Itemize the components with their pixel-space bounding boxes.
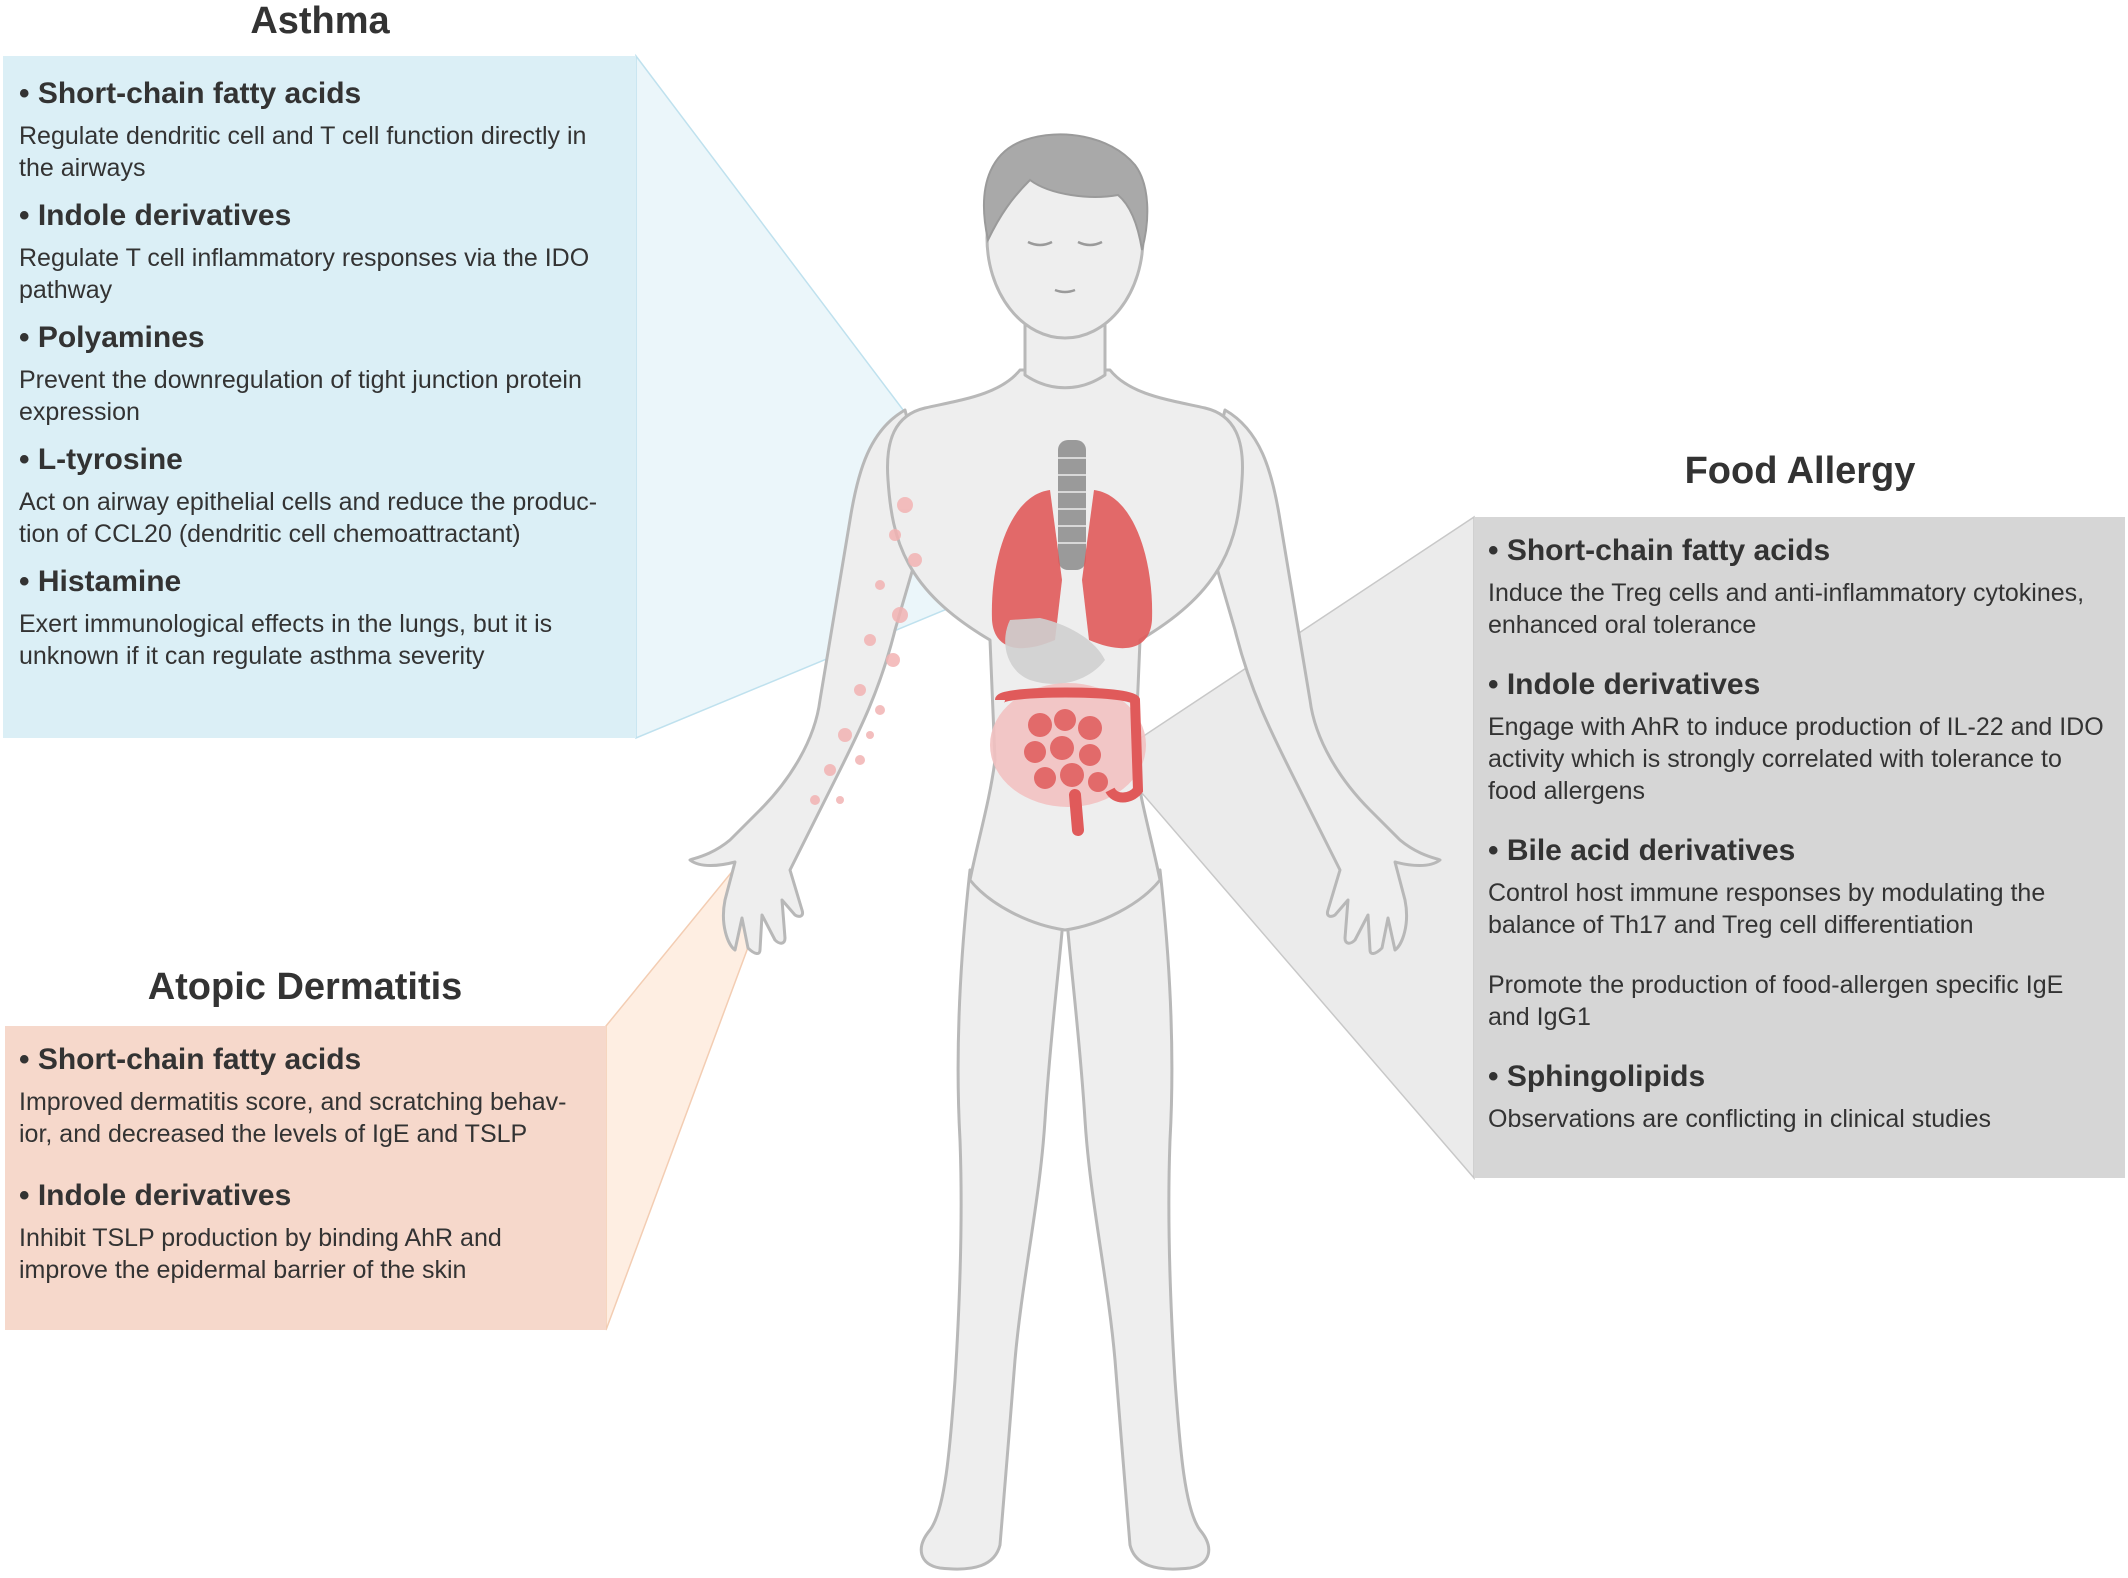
asthma-item: L-tyrosine Act on airway epithelial cell… <box>19 440 622 550</box>
asthma-item-heading: Polyamines <box>19 318 622 358</box>
food-item-heading: Sphingolipids <box>1488 1057 2111 1097</box>
asthma-item-heading: Histamine <box>19 562 622 602</box>
asthma-item-text: Regulate T cell inflammatory responses v… <box>19 244 590 304</box>
atopic-item: Indole derivatives Inhibit TSLP producti… <box>19 1176 592 1286</box>
food-item-heading: Bile acid derivatives <box>1488 831 2111 871</box>
asthma-item-heading: Indole derivatives <box>19 196 622 236</box>
left-lung <box>991 490 1062 649</box>
asthma-panel: Short-chain fatty acids Regulate dendrit… <box>3 56 636 738</box>
trachea <box>1058 440 1086 570</box>
food-item-text: Control host immune responses by modulat… <box>1488 879 2046 939</box>
food-item: Sphingolipids Observations are conflicti… <box>1488 1057 2111 1135</box>
asthma-item-text: Regulate dendritic cell and T cell funct… <box>19 122 587 182</box>
food-callout-connector <box>1129 515 1475 1181</box>
asthma-title: Asthma <box>250 0 390 42</box>
food-allergy-panel: Short-chain fatty acids Induce the Treg … <box>1474 517 2125 1178</box>
food-item-text-secondary: Promote the production of food-allergen … <box>1488 971 2064 1031</box>
food-item-heading: Short-chain fatty acids <box>1488 531 2111 571</box>
food-item-text: Induce the Treg cells and anti-inflammat… <box>1488 579 2085 639</box>
hair-shape <box>983 133 1149 251</box>
intestines <box>990 683 1146 836</box>
food-item: Short-chain fatty acids Induce the Treg … <box>1488 531 2111 641</box>
atopic-item-text: Inhibit TSLP production by binding AhR a… <box>19 1224 502 1284</box>
asthma-item: Histamine Exert immunological effects in… <box>19 562 622 672</box>
asthma-item: Indole derivatives Regulate T cell infla… <box>19 196 622 306</box>
atopic-item: Short-chain fatty acids Improved dermati… <box>19 1040 592 1150</box>
food-item-text: Observations are conflicting in clinical… <box>1488 1105 1992 1133</box>
atopic-item-text: Improved dermatitis score, and scratchin… <box>19 1088 567 1148</box>
atopic-item-heading: Indole derivatives <box>19 1176 592 1216</box>
atopic-dermatitis-title: Atopic Dermatitis <box>147 966 463 1008</box>
asthma-callout-connector <box>635 53 1006 740</box>
skin-rash-spots <box>810 497 922 805</box>
asthma-item-text: Prevent the downregulation of tight junc… <box>19 366 582 426</box>
asthma-item: Short-chain fatty acids Regulate dendrit… <box>19 74 622 184</box>
food-item-heading: Indole derivatives <box>1488 665 2111 705</box>
food-allergy-title: Food Allergy <box>1684 450 1916 492</box>
right-lung <box>1082 490 1153 649</box>
asthma-item: Polyamines Prevent the downregulation of… <box>19 318 622 428</box>
asthma-item-text: Act on airway epithelial cells and reduc… <box>19 488 598 548</box>
food-item: Indole derivatives Engage with AhR to in… <box>1488 665 2111 807</box>
food-item-text: Engage with AhR to induce production of … <box>1488 713 2104 805</box>
face-features <box>1027 240 1103 294</box>
atopic-item-heading: Short-chain fatty acids <box>19 1040 592 1080</box>
asthma-item-text: Exert immunological effects in the lungs… <box>19 610 553 670</box>
asthma-item-heading: Short-chain fatty acids <box>19 74 622 114</box>
food-item: Bile acid derivatives Control host immun… <box>1488 831 2111 1033</box>
asthma-item-heading: L-tyrosine <box>19 440 622 480</box>
stomach <box>1005 618 1105 684</box>
atopic-dermatitis-panel: Short-chain fatty acids Improved dermati… <box>5 1026 606 1330</box>
